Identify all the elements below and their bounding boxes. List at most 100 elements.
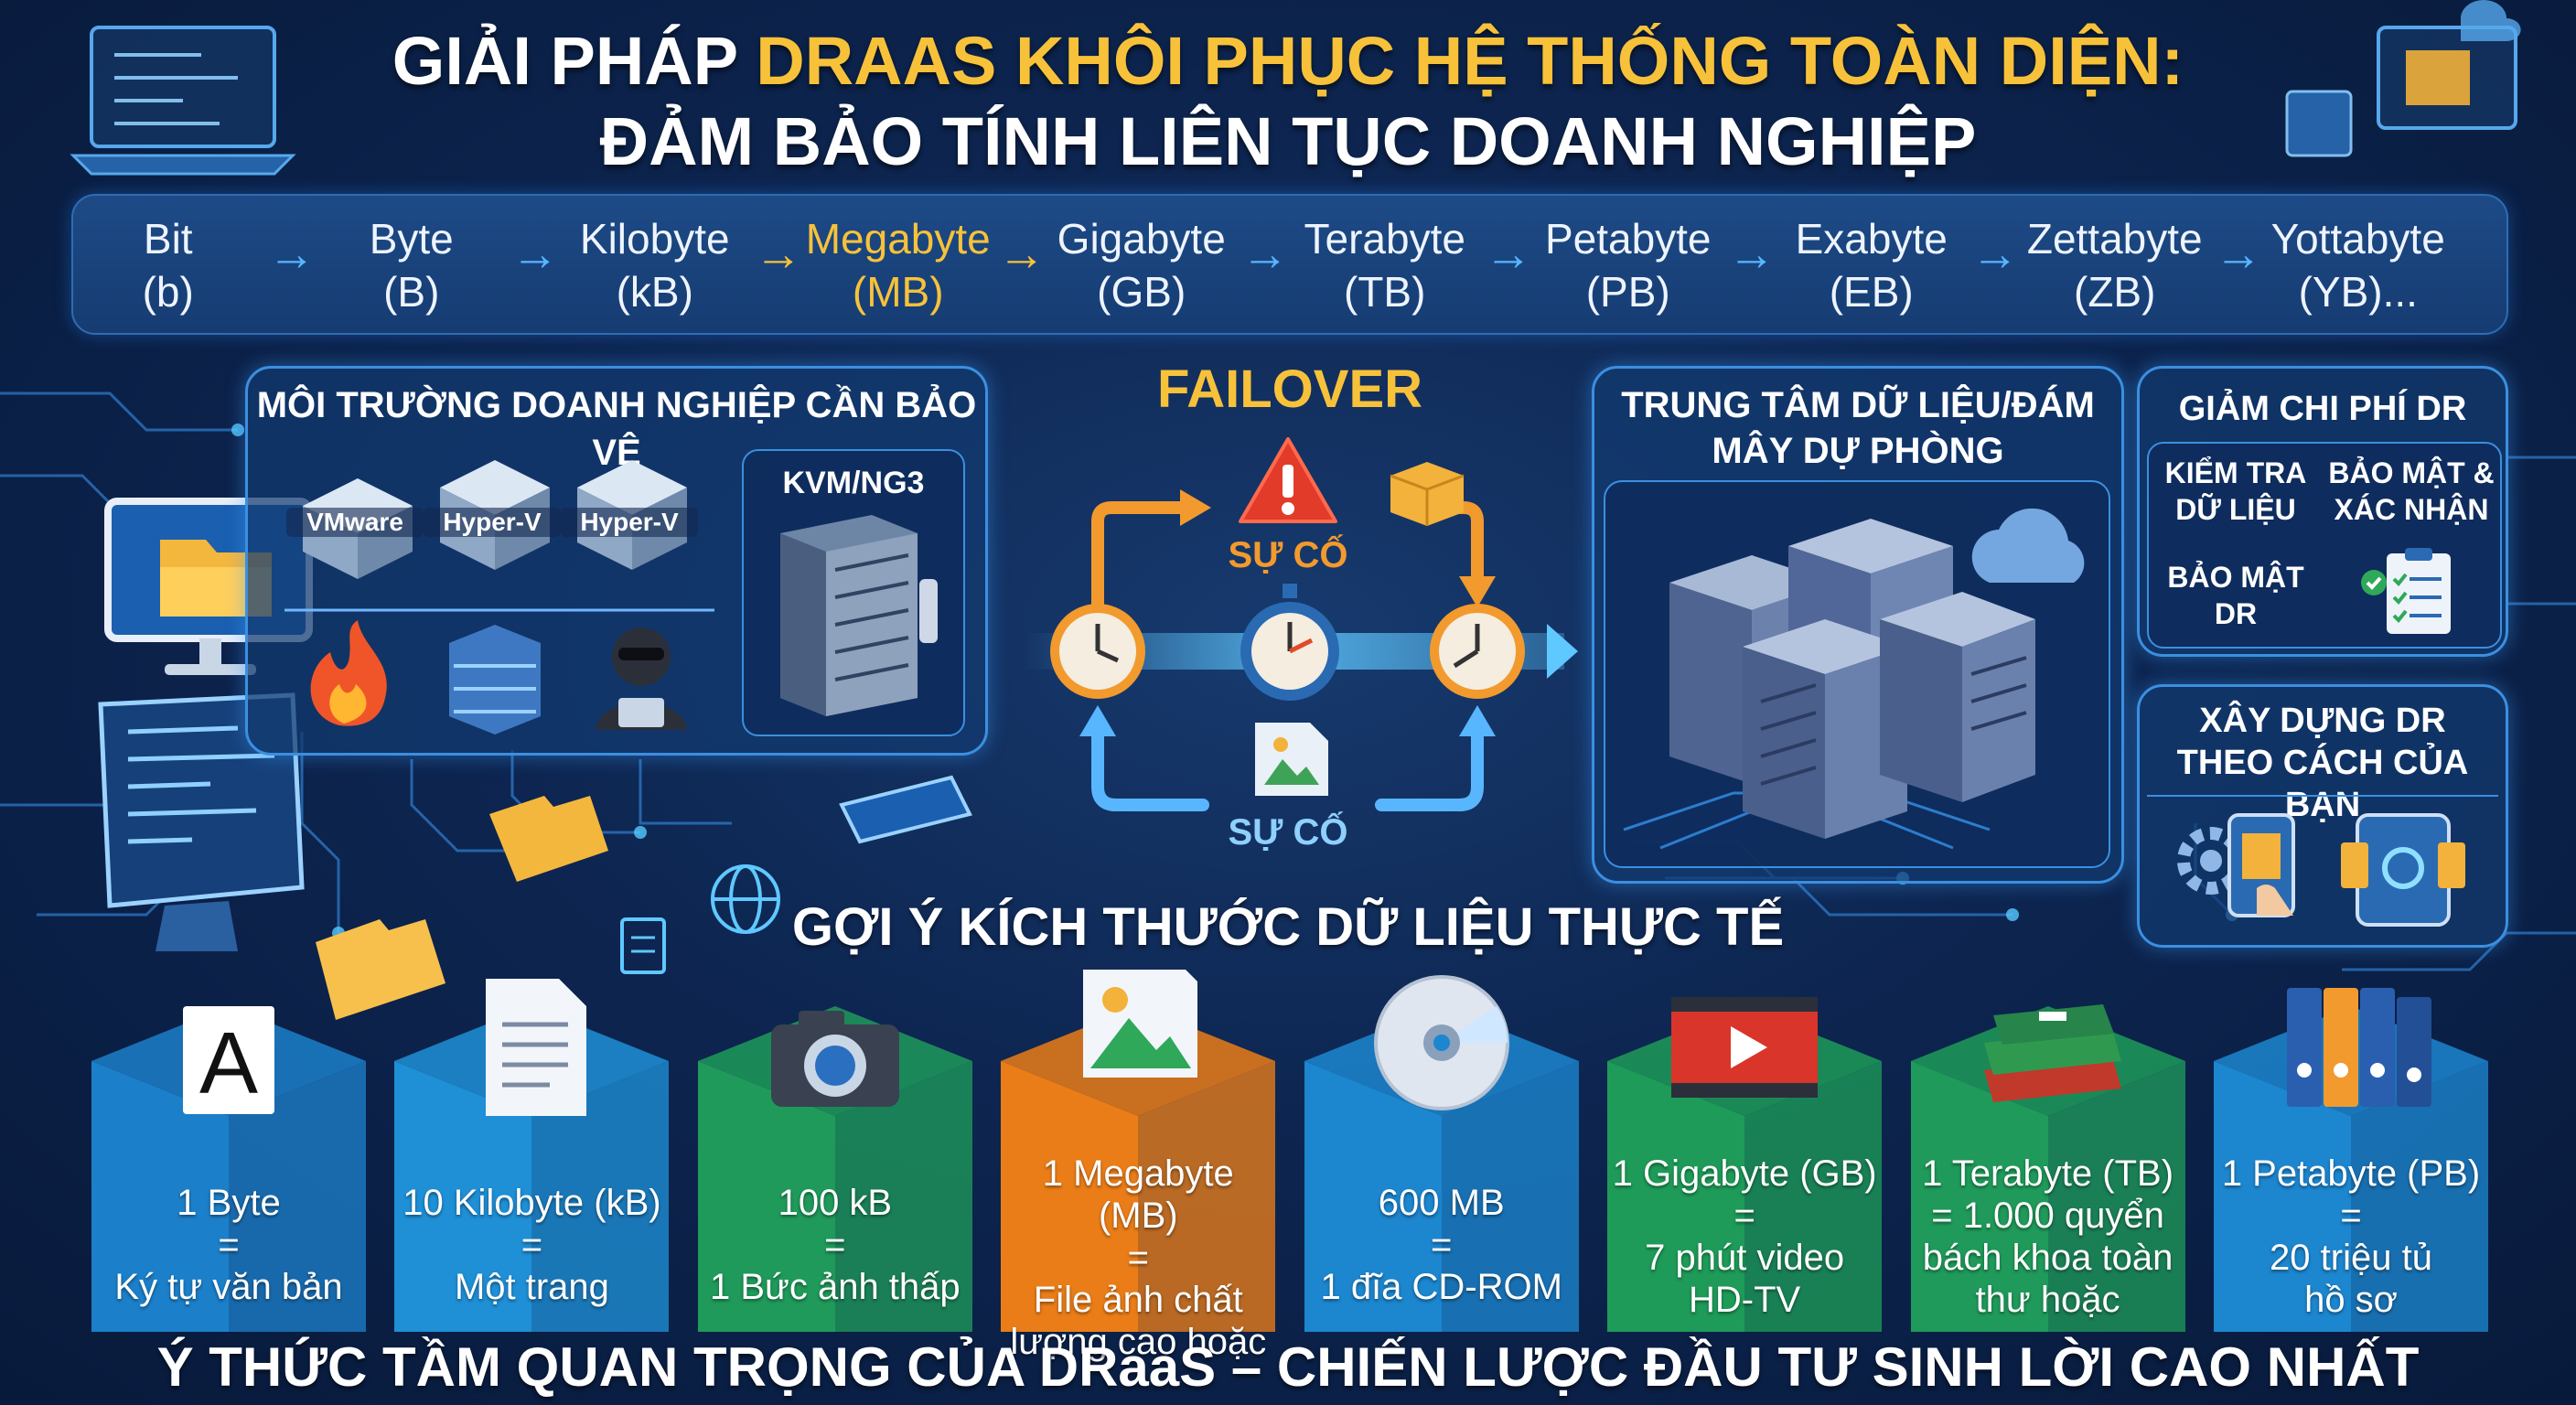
unit-abbreviation: (PB) (1585, 268, 1670, 316)
dr-security-line2: DR (2214, 597, 2258, 630)
arrow-icon: → (1484, 228, 1532, 281)
arrow-icon: → (267, 228, 316, 281)
binders-icon (2214, 988, 2488, 1332)
package-icon (1390, 462, 1465, 526)
incident-label-bottom: SỰ CỐ (1228, 812, 1348, 853)
size-card-value: 100 kB (778, 1183, 893, 1223)
build-dr-title-line1: XÂY DỰNG DR (2199, 702, 2446, 740)
image-icon (1001, 970, 1276, 1332)
unit-abbreviation: (YB)... (2298, 268, 2418, 316)
unit-abbreviation: (B) (383, 268, 440, 316)
computer-icon (2285, 0, 2521, 157)
size-card: A 1 Byte=Ký tự văn bản (91, 970, 366, 1332)
blue-arrow-left (1091, 730, 1209, 811)
unit-name: Petabyte (1544, 215, 1712, 263)
unit-name: Yottabyte (2270, 215, 2445, 263)
unit-name: Terabyte (1304, 215, 1465, 263)
dr-security-item: BẢO MẬT DR (2149, 559, 2323, 632)
cost-items-box: KIỂM TRA DỮ LIỆU BẢO MẬT & XÁC NHẬN BẢO … (2147, 442, 2502, 649)
svg-text:A: A (199, 1014, 258, 1112)
unit-abbreviation: (MB) (852, 268, 944, 316)
unit-name: Gigabyte (1057, 215, 1226, 263)
size-card-text: 600 MB=1 đĩa CD-ROM (1304, 1182, 1579, 1308)
size-card-description-2: lượng cao hoặc (1010, 1322, 1267, 1362)
hyperv-label-1: Hyper-V (424, 508, 561, 537)
data-check-line2: DỮ LIỆU (2175, 493, 2296, 526)
page-title: GIẢI PHÁP DRaaS KHÔI PHỤC HỆ THỐNG TOÀN … (0, 22, 2576, 100)
server-cluster-icon (1623, 508, 2085, 850)
checklist-icon (2361, 548, 2451, 634)
unit-terabyte: Terabyte (TB) (1290, 212, 1479, 318)
size-card: 600 MB=1 đĩa CD-ROM (1304, 970, 1579, 1332)
failover-title: FAILOVER (1156, 359, 1423, 419)
enterprise-environment-panel: MÔI TRƯỜNG DOANH NGHIỆP CẦN BẢO VỆ KVM/N… (245, 366, 988, 756)
unit-name: Byte (369, 215, 454, 263)
size-card-equals: = (521, 1225, 543, 1265)
unit-exabyte: Exabyte(EB) (1776, 212, 1966, 318)
unit-megabyte: Megabyte(MB) (803, 212, 993, 318)
size-card-equals: = (218, 1225, 240, 1265)
warning-icon (1239, 437, 1337, 523)
custom-dr-icons (2177, 813, 2465, 927)
page-subtitle: ĐẢM BẢO TÍNH LIÊN TỤC DOANH NGHIỆP (599, 103, 1977, 179)
data-check-item: KIỂM TRA DỮ LIỆU (2149, 455, 2323, 528)
size-card-description-2: HD-TV (1689, 1280, 1801, 1320)
globe-icon (711, 864, 780, 934)
unit-abbreviation: (EB) (1829, 268, 1914, 316)
vmware-label: VMware (286, 508, 424, 537)
books-icon (1910, 1004, 2185, 1332)
size-card-description-2: hồ sơ (2304, 1280, 2398, 1320)
dr-security-line1: BẢO MẬT (2167, 561, 2304, 594)
build-dr-title-line2: THEO CÁCH CỦA BẠN (2176, 744, 2469, 824)
size-card-value: 1 Megabyte (MB) (1042, 1153, 1234, 1236)
unit-abbreviation: (kB) (616, 268, 693, 316)
hacker-icon (596, 627, 687, 730)
arrow-icon: → (1970, 228, 2019, 281)
data-size-title: GỢI Ý KÍCH THƯỚC DỮ LIỆU THỰC TẾ (791, 897, 1785, 957)
database-icon (449, 625, 541, 735)
document-small-icon (620, 917, 666, 974)
tablet-icon (839, 775, 972, 844)
size-card-value: 1 Gigabyte (GB) (1612, 1153, 1877, 1194)
size-card-description: File ảnh chất (1033, 1280, 1243, 1320)
size-card-equals: = (1733, 1196, 1755, 1236)
threat-icons (284, 608, 714, 735)
size-card-value: 1 Petabyte (PB) (2221, 1153, 2481, 1194)
reduce-dr-cost-panel: GIẢM CHI PHÍ DR KIỂM TRA DỮ LIỆU BẢO MẬT… (2137, 366, 2508, 657)
title-prefix: GIẢI PHÁP (392, 23, 737, 99)
size-card-description: 7 phút video (1645, 1238, 1845, 1278)
unit-abbreviation: (b) (142, 268, 194, 316)
size-card-text: 1 Byte=Ký tự văn bản (91, 1182, 366, 1308)
fire-icon (310, 620, 387, 726)
tablet-sync-icon (2341, 813, 2465, 927)
laptop-icon (70, 26, 296, 176)
size-card-value: 10 Kilobyte (kB) (402, 1183, 661, 1223)
security-verify-line2: XÁC NHẬN (2334, 493, 2489, 526)
incident-label-top: SỰ CỐ (1228, 535, 1348, 575)
size-card-description: Một trang (454, 1267, 609, 1307)
arrow-icon: → (2214, 228, 2262, 281)
server-rack-icon (780, 515, 938, 716)
unit-gigabyte: Gigabyte(GB) (1046, 212, 1236, 318)
unit-byte: Byte (B) (317, 212, 506, 318)
build-dr-panel: XÂY DỰNG DR THEO CÁCH CỦA BẠN (2137, 684, 2508, 948)
datacenter-image-box (1604, 480, 2110, 868)
orange-arrow-down (1402, 501, 1484, 583)
cd-icon (1304, 975, 1579, 1332)
size-card-value: 1 Terabyte (TB) (1922, 1153, 2174, 1194)
arrow-icon: → (754, 228, 802, 281)
datacenter-title-line2: MÂY DỰ PHÒNG (1712, 431, 2004, 471)
size-card: 100 kB=1 Bức ảnh thấp (697, 970, 972, 1332)
clock-icon-right (1430, 604, 1525, 699)
camera-icon (697, 1006, 972, 1332)
security-verify-line1: BẢO MẬT & (2328, 456, 2495, 489)
unit-yottabyte: Yottabyte (YB)... (2263, 212, 2453, 318)
stopwatch-icon (1240, 584, 1339, 701)
unit-abbreviation: (TB) (1344, 268, 1426, 316)
